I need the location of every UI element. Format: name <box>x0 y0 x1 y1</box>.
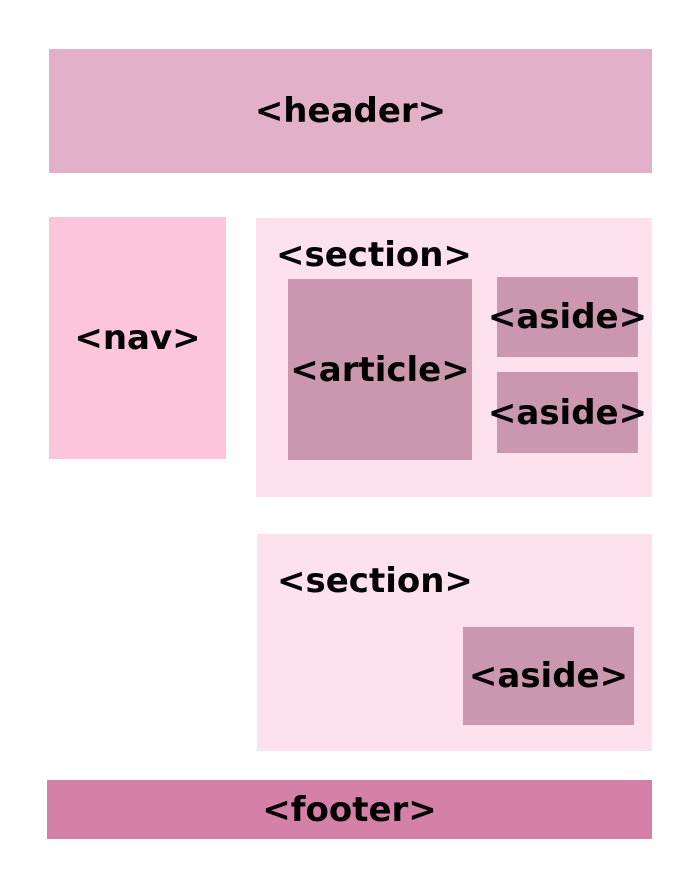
header-label: <header> <box>254 91 447 131</box>
aside-block-bottom: <aside> <box>488 372 647 453</box>
section-block-main: <section> <article> <aside> <aside> <box>256 218 652 497</box>
article-label: <article> <box>290 349 470 390</box>
aside-label: <aside> <box>487 297 648 337</box>
aside-block: <aside> <box>463 627 634 725</box>
section-label: <section> <box>277 561 473 601</box>
aside-label: <aside> <box>468 656 629 696</box>
aside-label: <aside> <box>487 392 648 433</box>
section-label: <section> <box>276 235 472 275</box>
nav-label: <nav> <box>74 318 201 358</box>
section-block-secondary: <section> <aside> <box>257 534 652 751</box>
nav-block: <nav> <box>49 217 226 459</box>
article-block: <article> <box>288 279 472 460</box>
footer-block: <footer> <box>47 780 652 839</box>
aside-block-top: <aside> <box>488 277 647 357</box>
header-block: <header> <box>49 49 652 173</box>
footer-label: <footer> <box>262 789 437 830</box>
